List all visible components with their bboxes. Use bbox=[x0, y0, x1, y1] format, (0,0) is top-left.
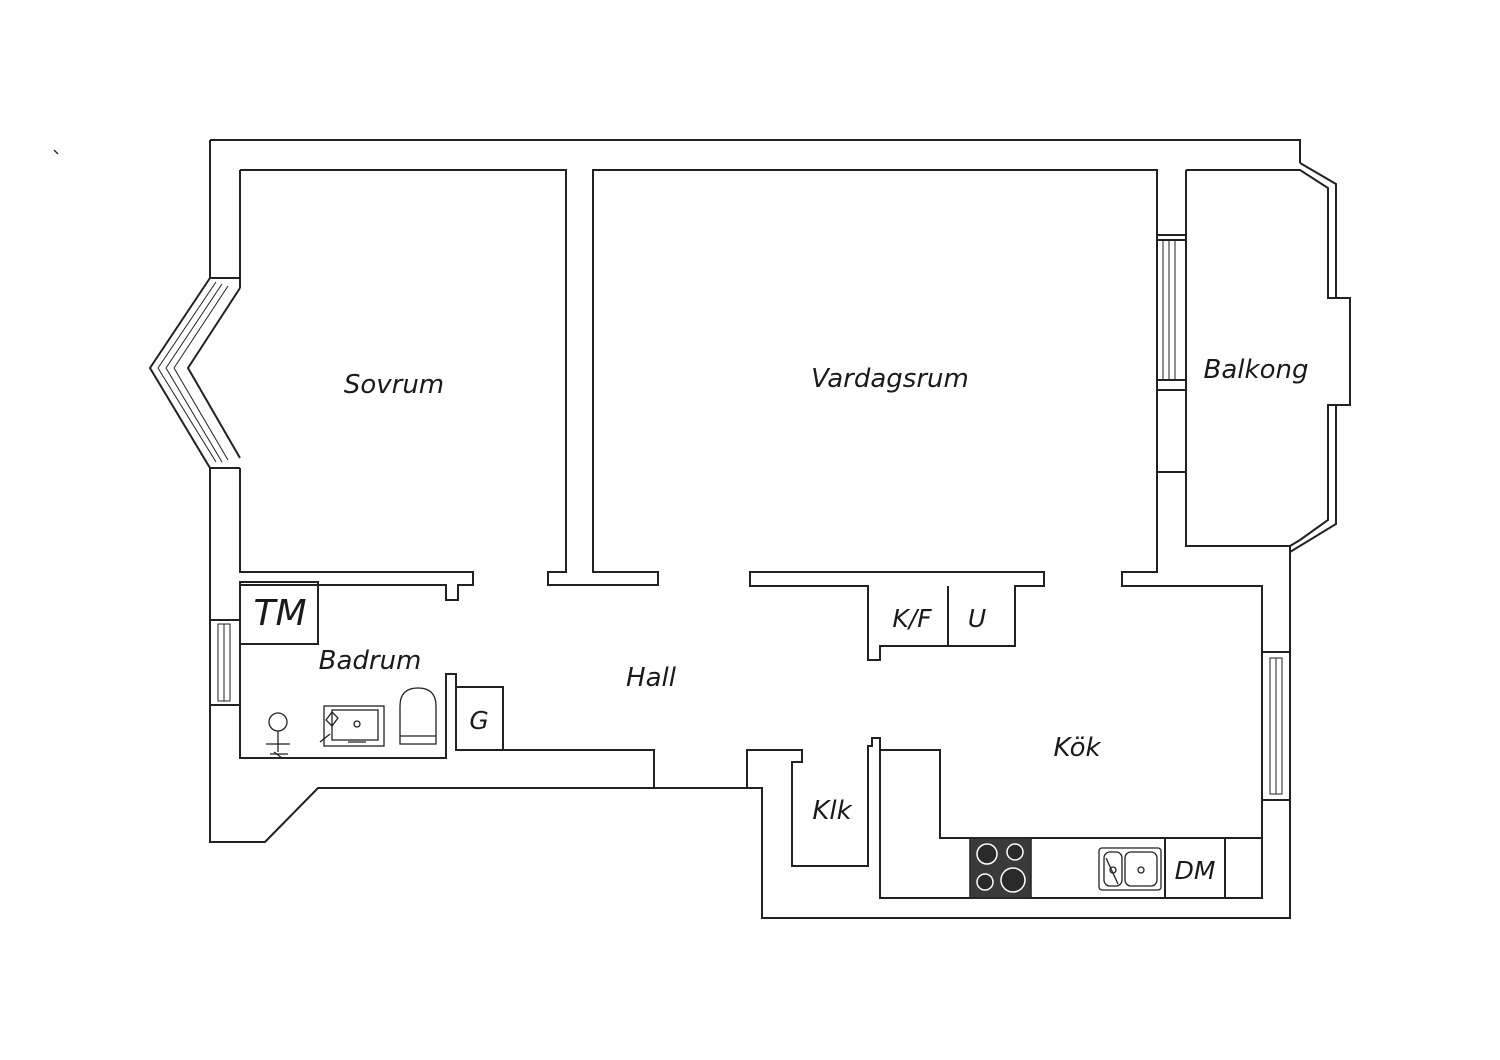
outer-walls bbox=[209, 139, 1301, 919]
window-bathroom bbox=[209, 619, 241, 706]
label-balkong: Balkong bbox=[1204, 355, 1309, 385]
window-living-balcony bbox=[1156, 234, 1187, 391]
kitchen-counter bbox=[969, 837, 1226, 899]
bay-window-bedroom bbox=[148, 277, 241, 469]
shower-icon bbox=[266, 712, 290, 759]
label-g: G bbox=[469, 706, 488, 735]
stray-mark bbox=[53, 149, 59, 155]
sink-icon bbox=[319, 705, 385, 747]
toilet-icon bbox=[399, 687, 437, 745]
label-vardagsrum: Vardagsrum bbox=[811, 364, 969, 394]
tm-box bbox=[239, 581, 319, 645]
kitchen-sink-icon bbox=[1098, 847, 1162, 891]
label-sovrum: Sovrum bbox=[344, 370, 444, 400]
label-kf: K/F bbox=[892, 604, 932, 633]
label-kok: Kök bbox=[1053, 733, 1101, 763]
window-kitchen bbox=[1261, 651, 1291, 801]
label-hall: Hall bbox=[626, 663, 677, 693]
label-tm: TM bbox=[253, 593, 306, 634]
label-u: U bbox=[968, 604, 986, 633]
label-badrum: Badrum bbox=[319, 646, 422, 676]
label-dm: DM bbox=[1175, 856, 1216, 885]
label-klk: Klk bbox=[812, 796, 852, 826]
g-cabinet bbox=[455, 686, 504, 751]
